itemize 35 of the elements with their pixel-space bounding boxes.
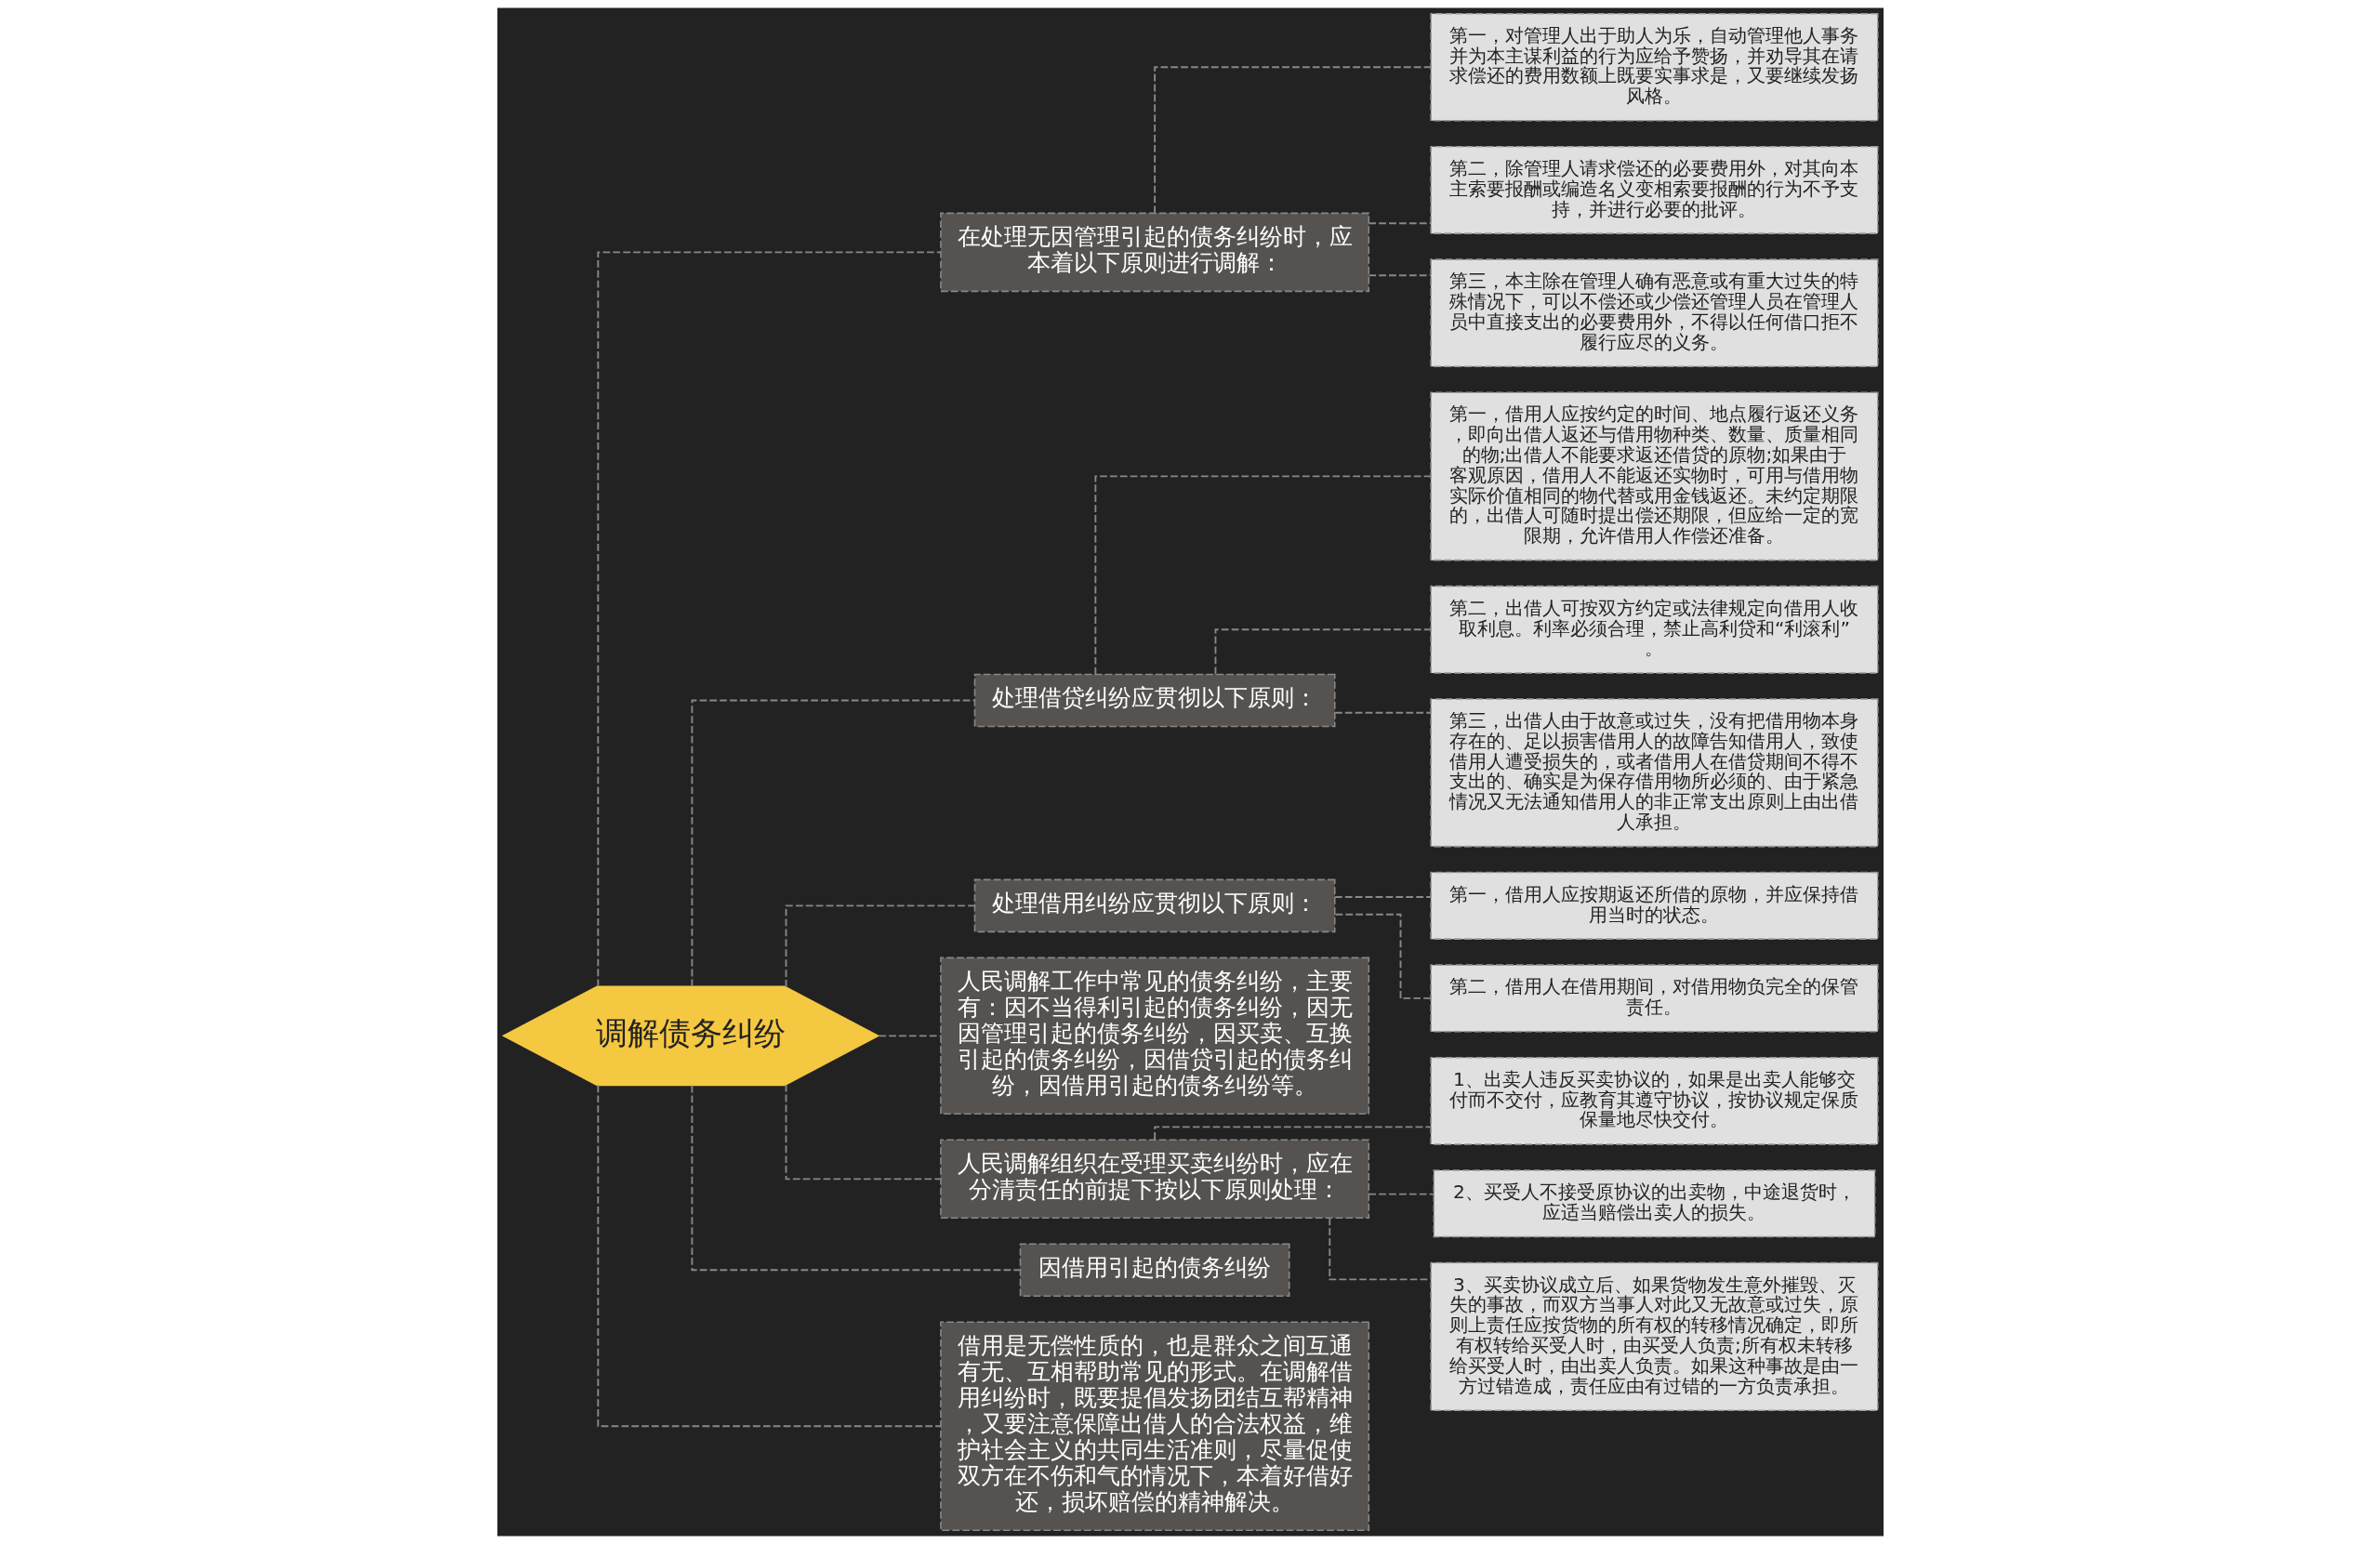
connector [1333, 896, 1432, 898]
node-box: 第三，出借人由于故意或过失，没有把借用物本身存在的、足以损害借用人的故障告知借用人，致使借用人遭受损失的，或者借用人在借贷期间不得不支出的、确实是为保存借用物所必须的、由于紧急情况又无法通知借用人的非正常支出原则上由出借人承担。 [1429, 698, 1879, 848]
node-box: 处理借贷纠纷应贯彻以下原则： [973, 673, 1336, 728]
node-box: 第一，借用人应按期返还所借的原物，并应保持借用当时的状态。 [1429, 871, 1879, 940]
connector [785, 1083, 941, 1181]
connector [596, 251, 942, 987]
connector [1333, 913, 1432, 999]
node-box: 人民调解组织在受理买卖纠纷时，应在分清责任的前提下按以下原则处理： [939, 1139, 1369, 1220]
node-box: 借用是无偿性质的，也是群众之间互通有无、互相帮助常见的形式。在调解借用纠纷时，既要提倡发扬团结互帮精神，又要注意保障出借人的合法权益，维护社会主义的共同生活准则，尽量促使双方在不伤和气的情况下，本着好借好还，损坏赔偿的精神解决。 [939, 1321, 1369, 1532]
node-box: 处理借用纠纷应贯彻以下原则： [973, 878, 1336, 933]
node-box: 3、买卖协议成立后、如果货物发生意外摧毁、灭失的事故，而双方当事人对此又无故意或过失，原则上责任应按货物的所有权的转移情况确定，即所有权转给买受人时，由买受人负责;所有权未转移给买受人时，由出卖人负责。如果这种事故是由一方过错造成，责任应由有过错的一方负责承担。 [1429, 1261, 1879, 1411]
connector [1367, 222, 1432, 225]
node-box: 1、出卖人违反买卖协议的，如果是出卖人能够交付而不交付，应教育其遵守协议，按协议规定保质保量地尽快交付。 [1429, 1056, 1879, 1145]
connector [877, 1035, 942, 1037]
connector [1333, 711, 1432, 714]
node-box: 第二，除管理人请求偿还的必要费用外，对其向本主索要报酬或编造名义变相索要报酬的行为不予支持，并进行必要的批评。 [1429, 146, 1879, 234]
node-box: 2、买受人不接受原协议的出卖物，中途退货时，应适当赔偿出卖人的损失。 [1433, 1169, 1875, 1238]
node-box: 第二，借用人在借用期间，对借用物负完全的保管责任。 [1429, 964, 1879, 1033]
connector [1153, 66, 1432, 215]
node-box: 在处理无因管理引起的债务纠纷时，应本着以下原则进行调解： [939, 212, 1369, 293]
connector [1367, 274, 1432, 277]
node-box: 第三，本主除在管理人确有恶意或有重大过失的特殊情况下，可以不偿还或少偿还管理人员在管理人员中直接支出的必要费用外，不得以任何借口拒不履行应尽的义务。 [1429, 258, 1879, 367]
connector [1214, 628, 1432, 676]
node-box: 第一，借用人应按约定的时间、地点履行返还义务，即向出借人返还与借用物种类、数量、质量相同的物;出借人不能要求返还借贷的原物;如果由于客观原因，借用人不能返还实物时，可用与借用物实际价值相同的物代替或用金钱返还。未约定期限的，出借人可随时提出偿还期限，但应给一定的宽限期，允许借用人作偿还准备。 [1429, 391, 1879, 561]
node-box: 人民调解工作中常见的债务纠纷，主要有：因不当得利引起的债务纠纷，因无因管理引起的债务纠纷，因买卖、互换引起的债务纠纷，因借贷引起的债务纠纷，因借用引起的债务纠纷等。 [939, 957, 1369, 1115]
connector [1367, 1193, 1435, 1195]
connector [691, 699, 975, 988]
connector [596, 1084, 942, 1428]
connector [1153, 1126, 1432, 1141]
node-box: 因借用引起的债务纠纷 [1019, 1243, 1290, 1298]
connector [785, 904, 975, 988]
connector [691, 1084, 1021, 1272]
node-box: 第一，对管理人出于助人为乐，自动管理他人事务并为本主谋利益的行为应给予赞扬，并劝导其在请求偿还的费用数额上既要实事求是，又要继续发扬风格。 [1429, 12, 1879, 122]
node-box: 第二，出借人可按双方约定或法律规定向借用人收取利息。利率必须合理，禁止高利贷和“利滚利”。 [1429, 585, 1879, 674]
connector [1093, 475, 1432, 676]
